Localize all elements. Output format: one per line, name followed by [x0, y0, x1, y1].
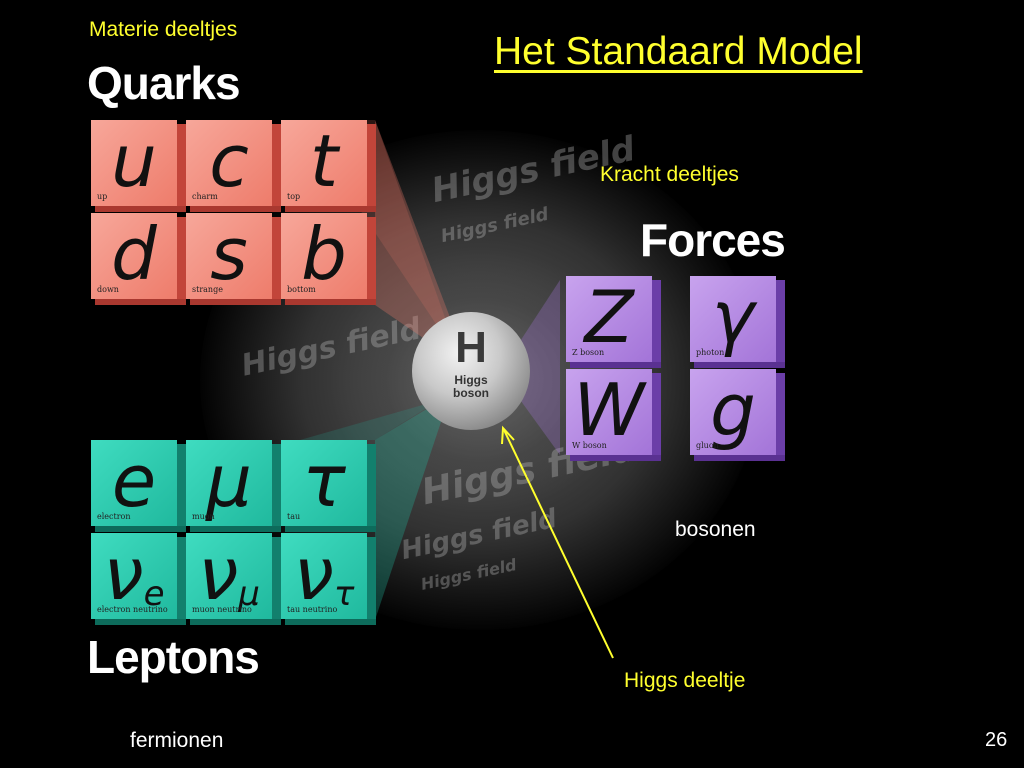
page-number: 26: [985, 729, 1008, 751]
force-label: photon: [696, 348, 725, 357]
quark-symbol: u: [111, 119, 157, 203]
force-label: W boson: [572, 441, 607, 450]
lepton-tile-tau-neutrino: ντ tau neutrino: [281, 533, 376, 625]
quark-symbol: b: [301, 212, 347, 296]
higgs-symbol: H: [455, 323, 487, 372]
quark-symbol: c: [209, 119, 249, 203]
lepton-tile-muon-neutrino: νμ muon neutrino: [186, 533, 281, 625]
lepton-label: tau: [287, 512, 301, 521]
quark-label: bottom: [287, 285, 316, 294]
force-tile-gluon: g gluon: [690, 368, 785, 461]
quark-symbol: t: [309, 119, 339, 203]
annotation-kracht: Kracht deeltjes: [600, 163, 739, 186]
lepton-tile-tau: τ tau: [281, 440, 376, 532]
force-label: gluon: [696, 441, 719, 450]
slide-title: Het Standaard Model: [494, 30, 863, 73]
leptons-title: Leptons: [87, 631, 260, 683]
lepton-symbol: νe: [103, 532, 165, 616]
lepton-label: muon neutrino: [192, 605, 252, 614]
lepton-label: electron neutrino: [97, 605, 168, 614]
force-tile-z-boson: Z Z boson: [566, 275, 661, 368]
annotation-materie: Materie deeltjes: [89, 18, 238, 41]
lepton-symbol: μ: [206, 439, 252, 523]
lepton-tile-electron: e electron: [91, 440, 186, 532]
annotation-fermionen: fermionen: [130, 729, 224, 752]
quark-label: down: [97, 285, 119, 294]
lepton-symbol: νμ: [198, 532, 260, 616]
lepton-label: muon: [192, 512, 215, 521]
quark-label: up: [97, 192, 108, 201]
forces-title: Forces: [640, 214, 786, 266]
quark-label: top: [287, 192, 301, 201]
force-symbol: Z: [584, 275, 634, 359]
lepton-symbol: τ: [302, 439, 346, 523]
lepton-label: tau neutrino: [287, 605, 338, 614]
quark-tile-up: u up: [91, 119, 186, 212]
quarks-title: Quarks: [87, 57, 241, 109]
annotation-bosonen: bosonen: [675, 518, 756, 541]
quark-label: strange: [192, 285, 223, 294]
lepton-tile-muon: μ muon: [186, 440, 281, 532]
quark-tile-strange: s strange: [186, 212, 281, 305]
quark-tile-top: t top: [281, 119, 376, 212]
force-symbol: W: [573, 368, 645, 452]
lepton-symbol: e: [111, 439, 157, 523]
quark-symbol: s: [210, 212, 248, 296]
higgs-pointer-arrow: [503, 429, 614, 659]
force-symbol: γ: [711, 275, 755, 359]
quark-tile-charm: c charm: [186, 119, 281, 212]
force-tile-w-boson: W W boson: [566, 368, 661, 461]
lepton-symbol: ντ: [293, 532, 355, 616]
force-label: Z boson: [572, 348, 605, 357]
lepton-tile-electron-neutrino: νe electron neutrino: [91, 533, 186, 625]
quark-label: charm: [192, 192, 218, 201]
annotation-higgs-deeltje: Higgs deeltje: [624, 669, 746, 692]
quark-symbol: d: [111, 212, 157, 296]
lepton-label: electron: [97, 512, 131, 521]
force-symbol: g: [710, 368, 756, 452]
quark-tile-bottom: b bottom: [281, 212, 376, 305]
quark-tile-down: d down: [91, 212, 186, 305]
force-tile-photon: γ photon: [690, 275, 785, 368]
